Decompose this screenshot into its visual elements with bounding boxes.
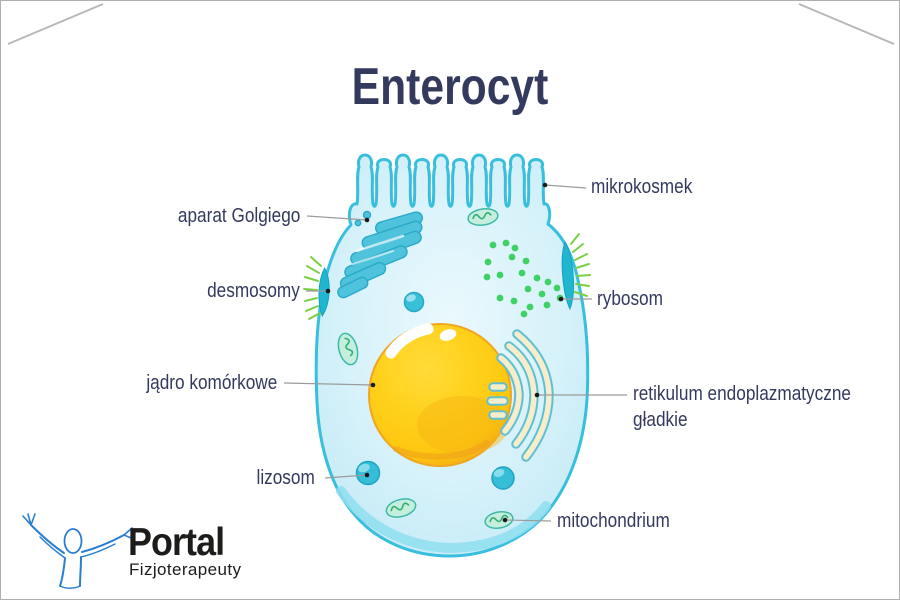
leader-dots bbox=[325, 182, 564, 523]
smooth-er-icon bbox=[486, 329, 554, 462]
golgi-apparatus-icon bbox=[337, 210, 424, 299]
label-aparat-golgiego: aparat Golgiego bbox=[177, 205, 300, 227]
bottom-membrane-band bbox=[336, 486, 551, 554]
label-desmosomy: desmosomy bbox=[207, 280, 300, 302]
mitochondrion-top-icon bbox=[467, 208, 499, 226]
mitochondrion-left-icon bbox=[337, 332, 359, 366]
vesicle-icon bbox=[403, 291, 425, 313]
logo-subtitle: Fizjoterapeuty bbox=[129, 560, 242, 579]
ribosomes-icon bbox=[483, 239, 564, 318]
corner-mark-top-right bbox=[798, 3, 895, 45]
corner-marks bbox=[7, 3, 895, 45]
label-jadro-komorkowe: jądro komórkowe bbox=[146, 372, 277, 394]
leader-lines bbox=[283, 184, 627, 522]
mitochondrion-bottom-left-icon bbox=[385, 498, 417, 518]
mitochondrion-bottom-right-icon bbox=[484, 511, 514, 529]
corner-mark-top-left bbox=[7, 3, 104, 45]
lysosome-right-icon bbox=[491, 466, 515, 490]
portal-figure-icon bbox=[22, 513, 133, 589]
label-rybosom: rybosom bbox=[597, 288, 663, 310]
logo-name: Portal bbox=[128, 521, 225, 564]
page-title: Enterocyt bbox=[351, 58, 549, 116]
label-mitochondrium: mitochondrium bbox=[557, 510, 670, 532]
desmosome-right-icon bbox=[561, 233, 591, 311]
nucleus-icon bbox=[368, 323, 512, 467]
label-lizosom: lizosom bbox=[256, 467, 315, 489]
label-retikulum-endoplazmatyczne: retikulum endoplazmatyczne gładkie bbox=[633, 383, 851, 432]
desmosome-left-icon bbox=[303, 256, 330, 320]
label-mikrokosmek: mikrokosmek bbox=[591, 176, 693, 198]
